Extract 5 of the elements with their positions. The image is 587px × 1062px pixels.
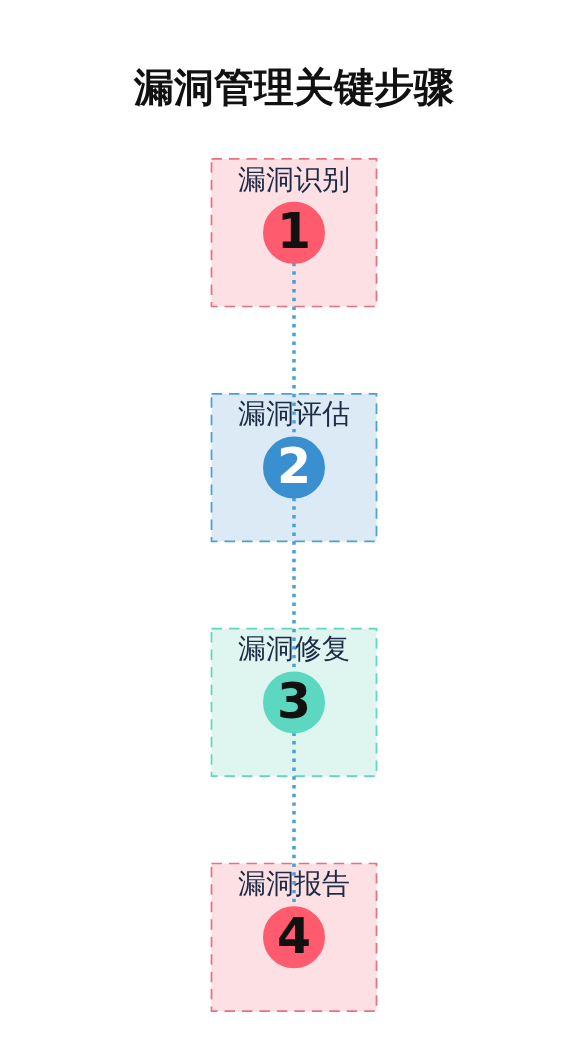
node-circle: 1 — [262, 201, 325, 264]
title: 漏洞管理关键步骤 — [133, 63, 454, 112]
node-circle: 3 — [262, 671, 325, 734]
node-circle: 4 — [262, 906, 325, 969]
node-circle: 2 — [262, 436, 325, 499]
